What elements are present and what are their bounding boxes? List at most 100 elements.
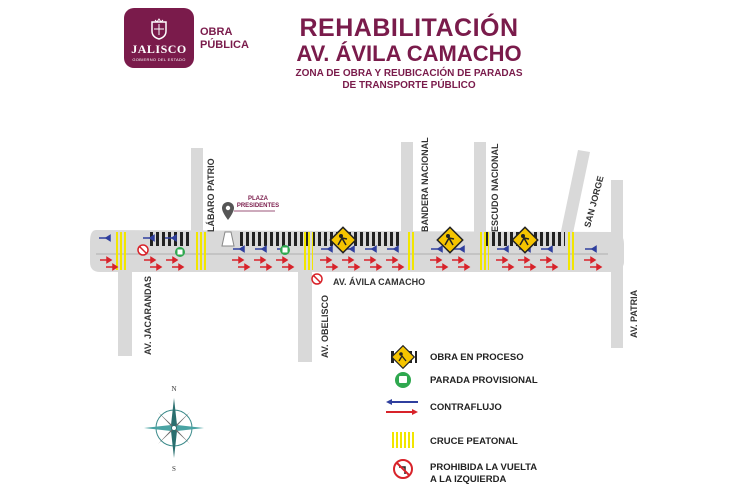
work-zone-hatch-1 [150, 232, 190, 246]
flow-arrow-head [104, 234, 111, 242]
flow-arrow-head [370, 256, 377, 264]
crosswalk [406, 232, 416, 270]
page-subtitle: ZONA DE OBRA Y REUBICACIÓN DE PARADAS DE… [284, 68, 534, 92]
street-labaro-patrio [191, 148, 203, 240]
flow-arrow-head [436, 256, 443, 264]
flow-arrow-head [150, 256, 157, 264]
flow-arrow-head [546, 245, 553, 253]
subtitle-line2: DE TRANSPORTE PÚBLICO [342, 80, 476, 91]
legend-cruce-icon [392, 432, 414, 448]
legend-obra-label: OBRA EN PROCESO [430, 352, 524, 363]
legend-no-left-turn-icon [393, 459, 413, 479]
logo-name: JALISCO [131, 42, 187, 56]
plaza-label-line2: PRESIDENTES [237, 203, 279, 209]
obra-en-proceso-sign [329, 226, 357, 254]
crosswalk [303, 232, 313, 270]
flow-arrow-head [260, 245, 267, 253]
legend-obra-icon [389, 344, 417, 370]
flow-arrow-head [502, 256, 509, 264]
flow-arrow-head [238, 256, 245, 264]
flow-arrow-head [530, 263, 537, 271]
flow-arrow-head [546, 256, 553, 264]
page-title: REHABILITACIÓN [299, 14, 519, 42]
flow-arrow-head [442, 263, 449, 271]
crosswalk [196, 232, 206, 270]
obra-publica-label: OBRA PÚBLICA [200, 26, 249, 52]
flow-arrow-head [436, 245, 443, 253]
obra-en-proceso-sign [511, 226, 539, 254]
flow-arrow-head [348, 245, 355, 253]
parada-provisional-icon [175, 247, 185, 257]
label-obelisco: AV. OBELISCO [320, 295, 330, 358]
flow-arrow-head [288, 263, 295, 271]
label-patria: AV. PATRIA [629, 289, 639, 338]
label-jacarandas: AV. JACARANDAS [143, 276, 153, 355]
flow-arrow-head [156, 263, 163, 271]
flow-arrow-head [112, 263, 119, 271]
jalisco-logo: JALISCO GOBIERNO DEL ESTADO [124, 8, 194, 68]
plaza-pin-icon [222, 202, 234, 220]
street-bandera-nacional [401, 142, 413, 238]
logo-subtitle: GOBIERNO DEL ESTADO [132, 57, 186, 62]
no-left-turn-icon [311, 273, 323, 285]
street-escudo-nacional [474, 142, 486, 238]
flow-arrow-head [524, 256, 531, 264]
subtitle-line1: ZONA DE OBRA Y REUBICACIÓN DE PARADAS [295, 68, 523, 79]
crosswalks [116, 232, 576, 270]
legend-parada-icon [395, 372, 411, 388]
legend-contraflujo-label: CONTRAFLUJO [430, 402, 502, 413]
flow-arrow-head [392, 245, 399, 253]
flow-arrow-head [106, 256, 113, 264]
no-left-turn-icon [137, 244, 149, 256]
flow-arrow-head [170, 234, 177, 242]
flow-arrow-head [552, 263, 559, 271]
label-san-jorge: SAN JORGE [582, 175, 605, 229]
flow-arrow-head [260, 256, 267, 264]
flow-arrow-head [502, 245, 509, 253]
flow-arrow-head [244, 263, 251, 271]
plaza-label-line1: PLAZA [248, 196, 269, 202]
flow-arrow-head [148, 234, 155, 242]
label-escudo-nacional: ESCUDO NACIONAL [490, 143, 500, 232]
compass-south: S [172, 465, 176, 473]
crosswalk [116, 232, 126, 270]
flow-arrow-head [266, 263, 273, 271]
flow-arrow-head [376, 263, 383, 271]
flow-arrow-head [464, 263, 471, 271]
street-obelisco [298, 262, 312, 362]
flow-arrow-head [326, 245, 333, 253]
flow-arrow-head [332, 263, 339, 271]
label-labaro-patrio: LÁBARO PATRIO [206, 158, 216, 232]
flow-arrow-head [398, 263, 405, 271]
flow-arrow-head [178, 263, 185, 271]
compass-north: N [171, 385, 176, 393]
flow-arrow-head [354, 263, 361, 271]
flow-arrow-head [282, 256, 289, 264]
label-avila-camacho: AV. ÁVILA CAMACHO [333, 277, 425, 287]
obra-en-proceso-sign [436, 226, 464, 254]
flow-arrow-head [172, 256, 179, 264]
label-bandera-nacional: BANDERA NACIONAL [420, 137, 430, 232]
legend-prohibida-label: PROHIBIDA LA VUELTA A LA IZQUIERDA [430, 462, 537, 486]
legend-prohibida-line2: A LA IZQUIERDA [430, 474, 507, 485]
flow-arrow-head [590, 256, 597, 264]
legend-contraflujo-icon [386, 399, 418, 415]
flow-arrow-head [590, 245, 597, 253]
obra-line1: OBRA [200, 26, 233, 38]
crosswalk [479, 232, 489, 270]
legend-cruce-label: CRUCE PEATONAL [430, 436, 518, 447]
flow-arrow-head [458, 256, 465, 264]
crest-icon [151, 18, 167, 40]
street-jacarandas [118, 260, 132, 356]
legend-prohibida-line1: PROHIBIDA LA VUELTA [430, 462, 538, 473]
plaza-monument [221, 231, 235, 247]
street-san-jorge [560, 150, 590, 238]
page-title-street: AV. ÁVILA CAMACHO [296, 41, 522, 66]
parada-provisional-icon [280, 245, 290, 255]
compass-rose-icon [144, 398, 204, 458]
crosswalk [566, 232, 576, 270]
flow-arrow-head [458, 245, 465, 253]
flow-arrow-head [326, 256, 333, 264]
flow-arrow-head [508, 263, 515, 271]
